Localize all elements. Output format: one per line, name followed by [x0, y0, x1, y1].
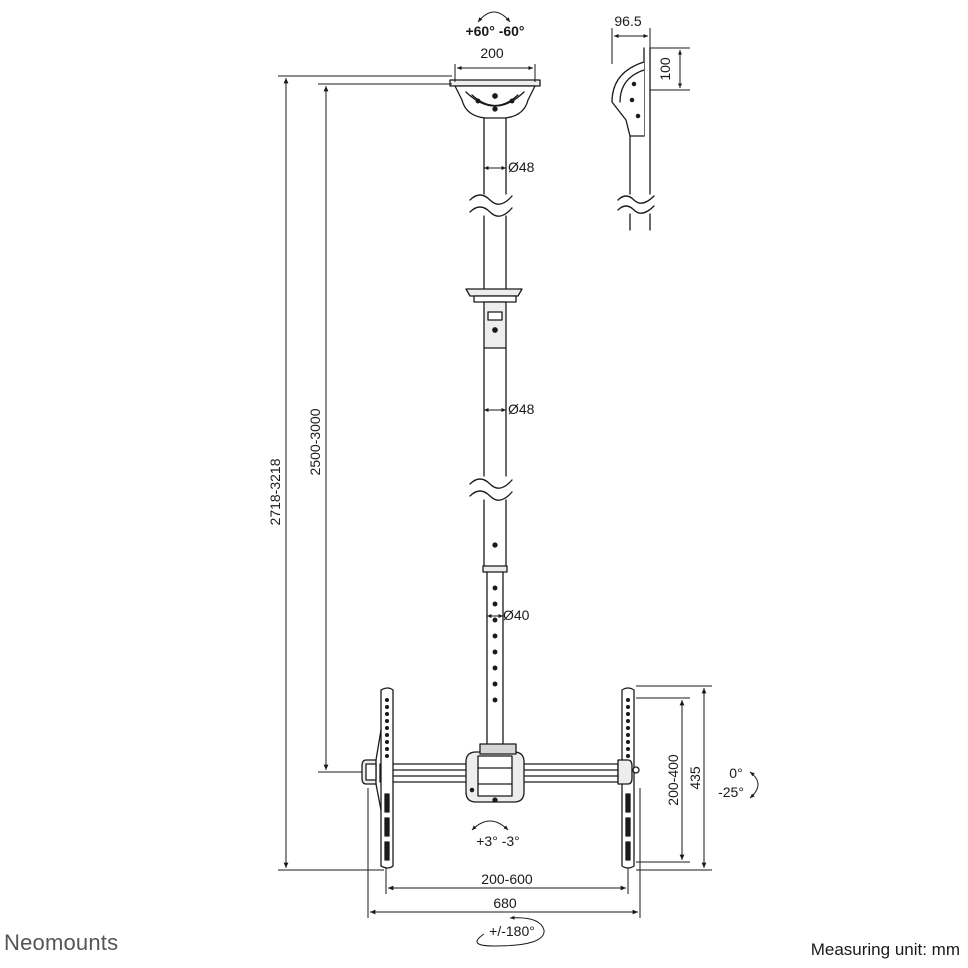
side-depth-label: 96.5 [614, 13, 641, 29]
side-height-label: 100 [657, 57, 673, 81]
dimension-labels: +60° -60° 200 96.5 100 Ø48 Ø48 Ø40 2718-… [267, 13, 744, 939]
tilt-bottom-label: -25° [718, 784, 744, 800]
left-vesa-arm [361, 687, 394, 869]
total-height-label: 2718-3218 [267, 458, 283, 525]
overall-width-label: 680 [493, 895, 517, 911]
pole-diameter-lower-label: Ø40 [503, 607, 530, 623]
measuring-unit: Measuring unit: mm [811, 940, 960, 959]
lower-pole [486, 571, 504, 749]
ceiling-plate [449, 79, 541, 119]
dimension-lines [278, 11, 759, 947]
right-vesa-arm [617, 687, 640, 869]
side-view-detail [611, 47, 655, 231]
ceiling-height-label: 2500-3000 [307, 408, 323, 475]
roll-label: +3° -3° [476, 833, 520, 849]
ceiling-plate-width-label: 200 [480, 45, 504, 61]
swivel-label: +/-180° [489, 923, 535, 939]
brand-logo: Neomounts [4, 930, 118, 955]
tilt-head [465, 743, 525, 803]
bracket-height-label: 435 [687, 766, 703, 790]
tilt-top-label: 0° [729, 765, 742, 781]
vesa-horizontal-label: 200-600 [481, 871, 533, 887]
top-rotation-label: +60° -60° [465, 23, 524, 39]
pole-diameter-middle-label: Ø48 [508, 401, 535, 417]
pole-collar [465, 288, 523, 349]
pole-diameter-upper-label: Ø48 [508, 159, 535, 175]
upper-pole [469, 117, 513, 289]
middle-pole [469, 347, 513, 573]
vesa-vertical-label: 200-400 [665, 754, 681, 806]
